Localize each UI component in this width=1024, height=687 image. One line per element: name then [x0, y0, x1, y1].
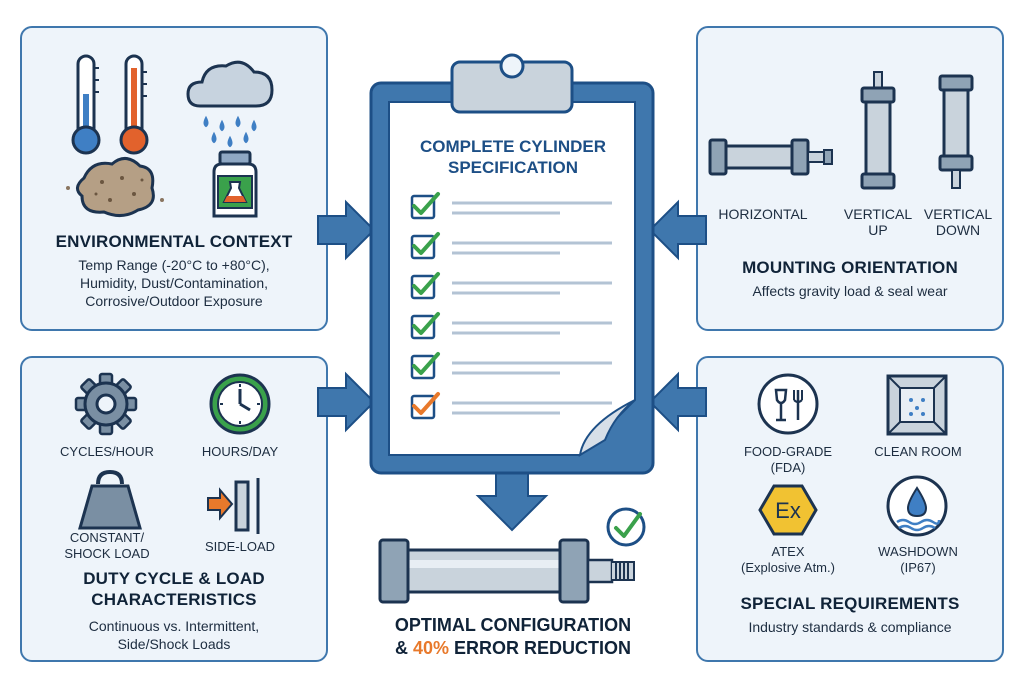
side-load-icon [207, 478, 260, 534]
checklist-item [410, 232, 612, 260]
success-check-icon [606, 507, 646, 547]
checkmark-icon [412, 192, 440, 215]
checklist-item [410, 392, 612, 420]
arrow-duty-to-spec [317, 371, 376, 433]
requirement-washdown: WASHDOWN (IP67) [878, 544, 958, 575]
atex-icon: Ex [758, 484, 818, 536]
checklist-item [410, 272, 612, 300]
duty-item-side-load: SIDE-LOAD [204, 539, 276, 554]
arrow-spec-to-outcome [475, 471, 549, 532]
special-title: SPECIAL REQUIREMENTS [740, 594, 960, 613]
special-desc: Industry standards & compliance [748, 619, 952, 635]
vertical-down-cylinder-icon [938, 74, 974, 189]
washdown-icon [886, 475, 948, 537]
mounting-orientation-panel: HORIZONTAL VERTICAL UP VERTICAL DOWN MOU… [696, 26, 1004, 331]
duty-item-load: CONSTANT/ SHOCK LOAD [64, 530, 150, 561]
duty-item-hours: HOURS/DAY [201, 444, 279, 459]
thermometer-cold-icon [71, 54, 101, 155]
weight-icon [78, 469, 142, 530]
environmental-title: ENVIRONMENTAL CONTEXT [55, 232, 293, 251]
checkbox-icon [410, 234, 436, 260]
duty-icons [74, 372, 271, 534]
orientation-label-vertical-up: VERTICAL UP [843, 206, 913, 238]
arrow-special-to-spec [648, 371, 707, 433]
special-requirements-panel: Ex FOOD-GRADE (FDA) CLEAN ROOM ATEX (Exp… [696, 356, 1004, 662]
arrow-mount-to-spec [648, 199, 707, 261]
checkbox-icon [410, 194, 436, 220]
chemical-bottle-icon [212, 150, 258, 218]
clock-icon [209, 373, 271, 435]
checkmark-icon [412, 392, 440, 415]
checklist-item [410, 192, 612, 220]
environment-icons [66, 54, 274, 218]
vertical-up-cylinder-icon [860, 71, 896, 190]
checklist [410, 192, 612, 420]
requirement-clean-room: CLEAN ROOM [874, 444, 962, 459]
environmental-desc-3: Corrosive/Outdoor Exposure [85, 293, 263, 309]
checkmark-icon [412, 312, 440, 335]
orientation-icons [708, 71, 974, 190]
mounting-desc: Affects gravity load & seal wear [752, 283, 948, 299]
duty-item-cycles: CYCLES/HOUR [60, 444, 154, 459]
food-grade-icon [757, 373, 819, 435]
checkmark-icon [412, 232, 440, 255]
gear-icon [74, 372, 138, 436]
error-reduction-value: 40% [412, 638, 449, 658]
outcome-line-2: & 40% ERROR REDUCTION [394, 638, 632, 658]
requirement-atex: ATEX (Explosive Atm.) [741, 544, 835, 575]
duty-title-2: CHARACTERISTICS [91, 590, 257, 609]
optimal-cylinder-icon [378, 538, 635, 604]
environmental-desc-1: Temp Range (-20°C to +80°C), [78, 257, 270, 273]
mounting-title: MOUNTING ORIENTATION [742, 258, 958, 277]
checkmark-icon [412, 272, 440, 295]
requirement-food-grade: FOOD-GRADE (FDA) [743, 444, 833, 475]
duty-desc-1: Continuous vs. Intermittent, [88, 618, 260, 634]
checklist-item [410, 352, 612, 380]
duty-cycle-panel: CYCLES/HOUR HOURS/DAY CONSTANT/ SHOCK LO… [20, 356, 328, 662]
rain-cloud-icon [186, 60, 274, 148]
checklist-item [410, 312, 612, 340]
checkbox-icon [410, 314, 436, 340]
requirement-icons: Ex [757, 373, 948, 537]
clipboard-icon [369, 53, 655, 475]
checkbox-icon [410, 354, 436, 380]
orientation-label-vertical-down: VERTICAL DOWN [923, 206, 993, 238]
outcome-line-1: OPTIMAL CONFIGURATION [394, 615, 632, 635]
spec-title-2: SPECIFICATION [447, 158, 579, 177]
checkbox-icon [410, 394, 436, 420]
dust-icon [66, 157, 164, 217]
horizontal-cylinder-icon [708, 138, 833, 176]
spec-title-1: COMPLETE CYLINDER [419, 137, 607, 156]
input-arrows [317, 199, 707, 532]
duty-title-1: DUTY CYCLE & LOAD [83, 569, 265, 588]
atex-symbol: Ex [775, 498, 801, 523]
clean-room-icon [886, 374, 948, 436]
arrow-env-to-spec [317, 199, 376, 261]
checkmark-icon [412, 352, 440, 375]
thermometer-hot-icon [119, 54, 149, 155]
environmental-desc-2: Humidity, Dust/Contamination, [79, 275, 269, 291]
orientation-label-horizontal: HORIZONTAL [718, 206, 808, 222]
checkbox-icon [410, 274, 436, 300]
duty-desc-2: Side/Shock Loads [117, 636, 231, 652]
environmental-context-panel: ENVIRONMENTAL CONTEXT Temp Range (-20°C … [20, 26, 328, 331]
